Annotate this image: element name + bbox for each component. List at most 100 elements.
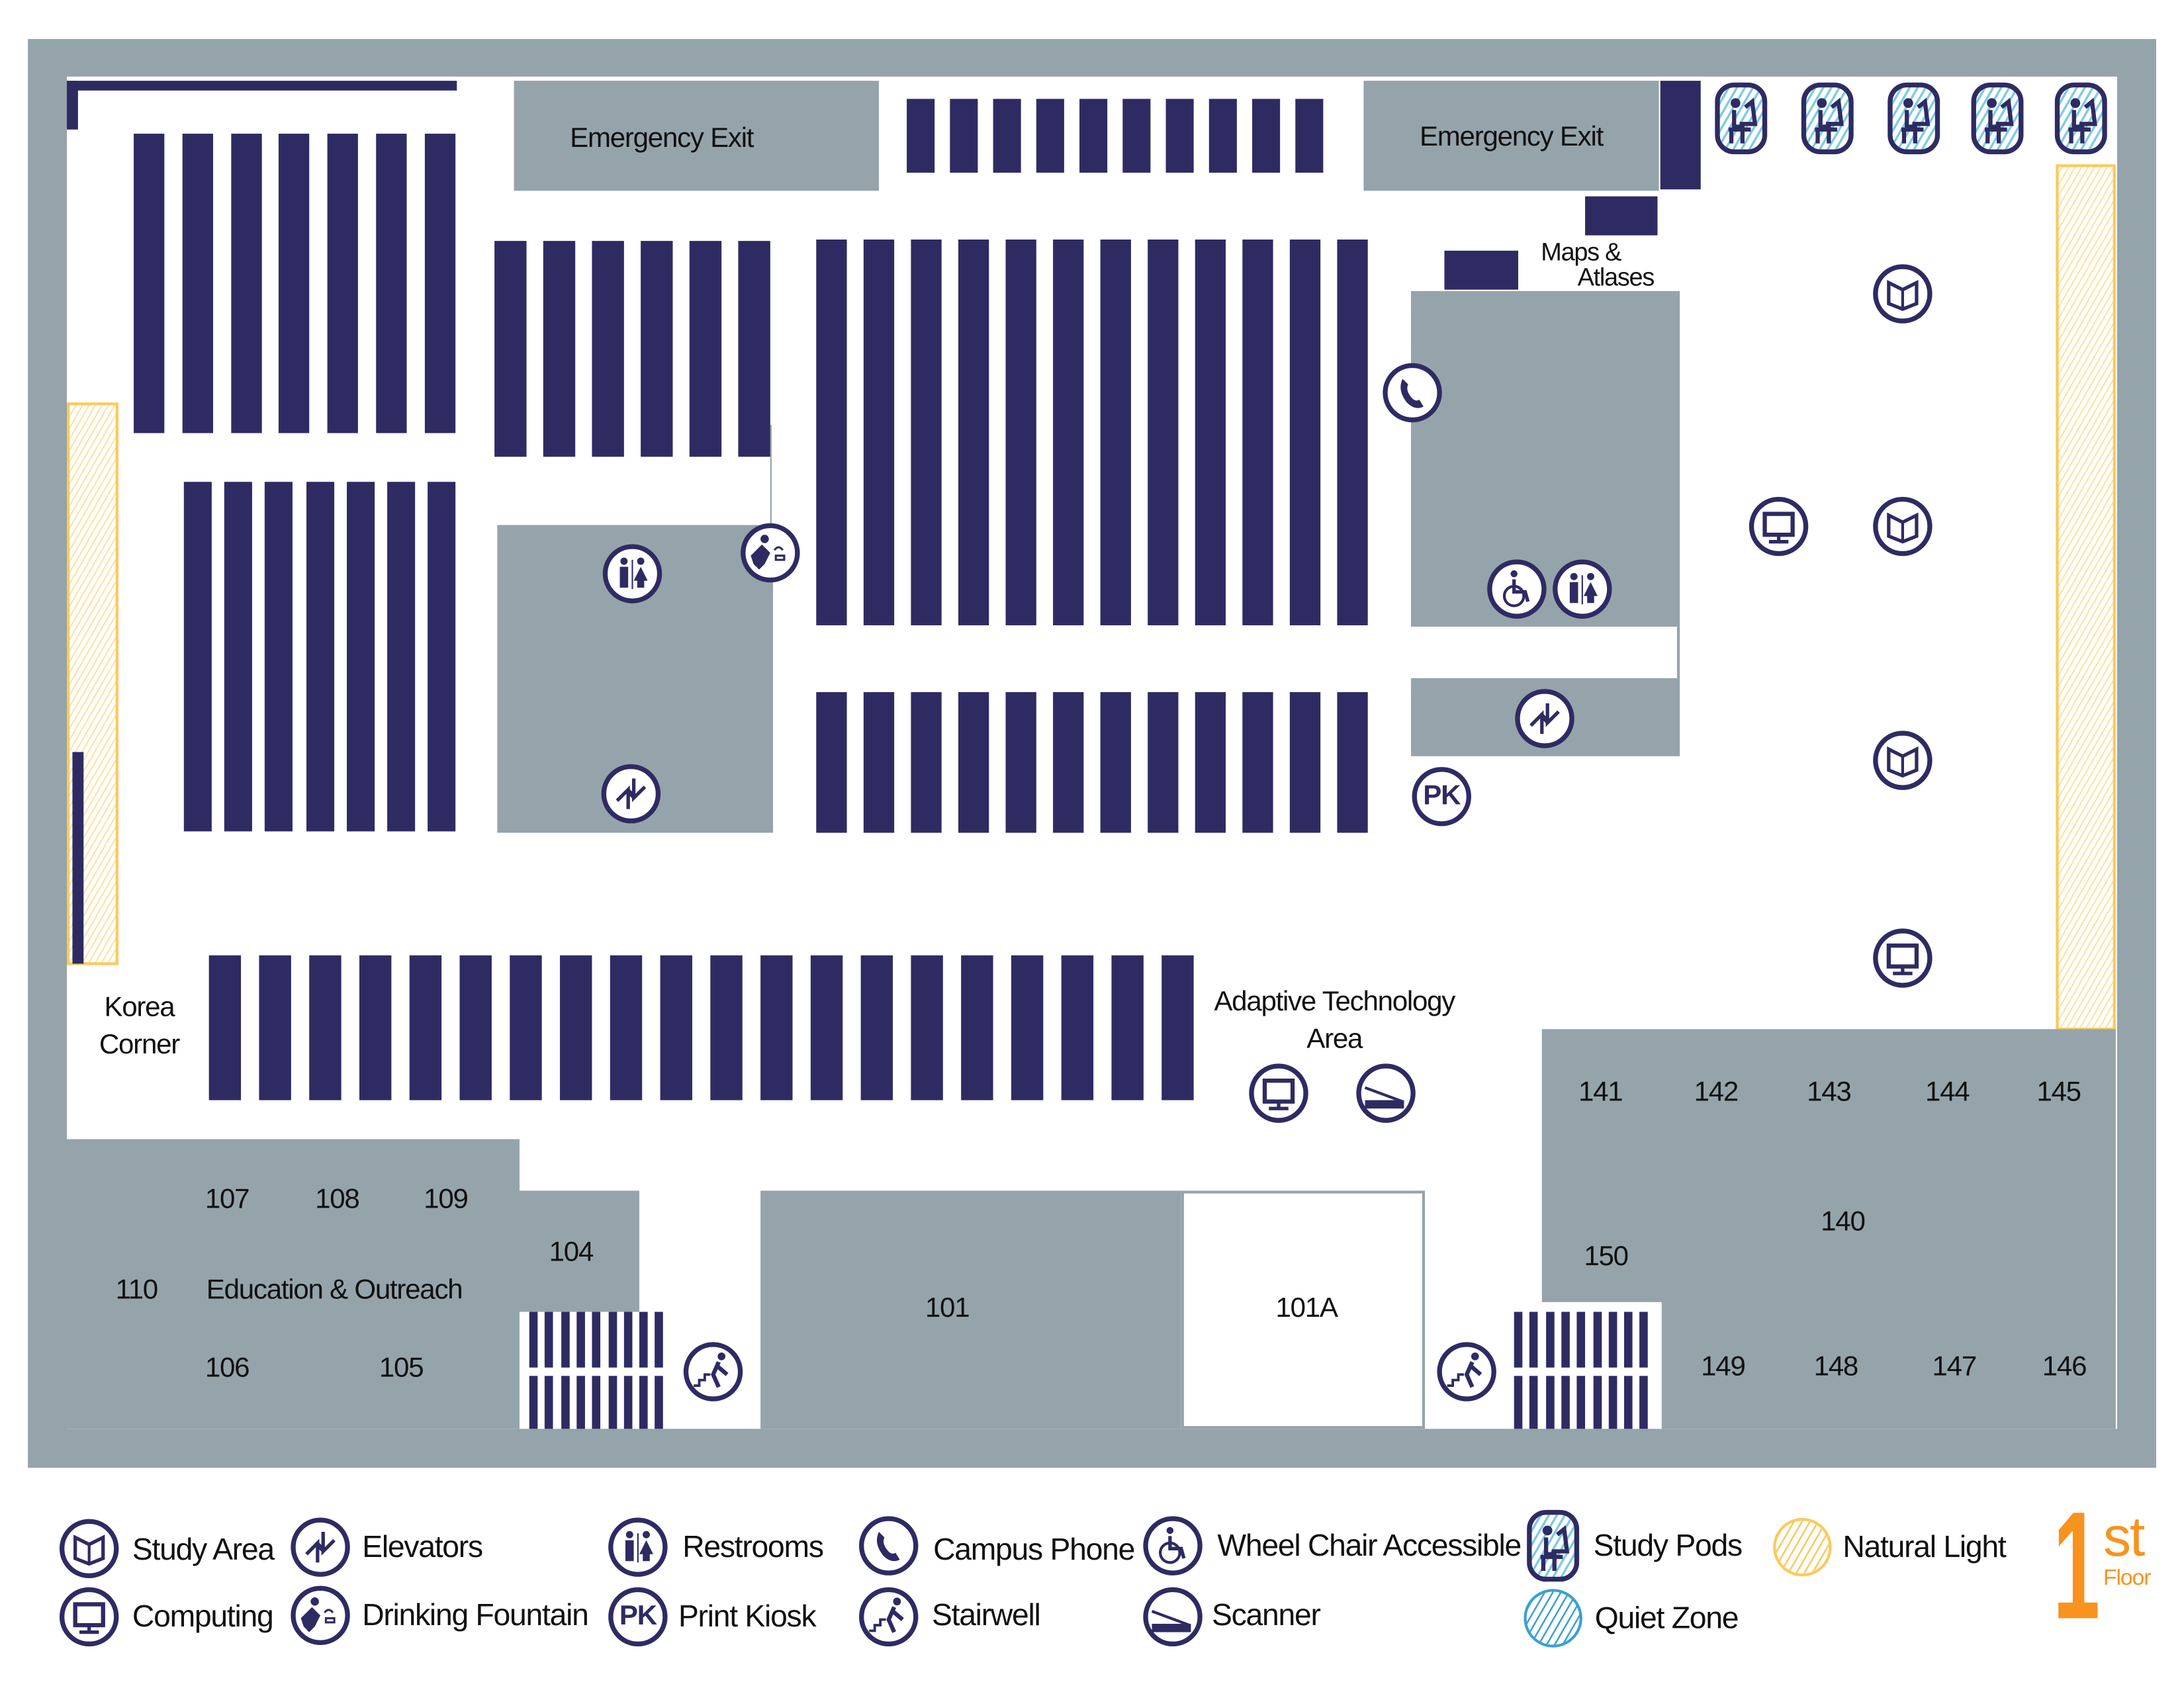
stair-step bbox=[576, 1376, 585, 1429]
shelf bbox=[428, 482, 456, 832]
shelf bbox=[424, 134, 455, 433]
shelf bbox=[224, 482, 253, 832]
shelf bbox=[327, 134, 359, 433]
shelf bbox=[359, 955, 392, 1100]
shelf bbox=[376, 134, 407, 433]
study-area-icon bbox=[1872, 730, 1934, 791]
shelf bbox=[961, 955, 993, 1100]
shelf bbox=[641, 241, 673, 457]
scanner-icon bbox=[1355, 1063, 1417, 1124]
stair-step bbox=[1624, 1376, 1633, 1429]
room-108: 108 bbox=[315, 1184, 360, 1216]
shelf bbox=[1100, 691, 1131, 833]
map-cabinet bbox=[1444, 250, 1519, 290]
shelf bbox=[409, 955, 442, 1100]
room-145: 145 bbox=[2036, 1077, 2081, 1108]
study-pod-icon bbox=[1527, 1509, 1580, 1581]
stair-step bbox=[1561, 1376, 1570, 1429]
wall-segment bbox=[67, 81, 78, 130]
print-kiosk-text: PK bbox=[619, 1601, 657, 1632]
shelf bbox=[1165, 99, 1194, 173]
stair-step bbox=[1545, 1376, 1554, 1429]
room-140: 140 bbox=[1821, 1206, 1866, 1237]
stair-step bbox=[592, 1376, 601, 1429]
study-area-icon bbox=[1872, 496, 1934, 557]
shelf bbox=[72, 752, 84, 964]
quiet-zone-icon bbox=[1524, 1589, 1582, 1648]
legend-elevators: Elevators bbox=[362, 1529, 483, 1564]
restroom-icon bbox=[608, 1517, 669, 1578]
stair-step bbox=[1592, 1311, 1602, 1368]
natural-light-zone-east bbox=[2056, 164, 2116, 1031]
study-pod-icon bbox=[1971, 82, 2024, 154]
stair-step bbox=[1545, 1311, 1554, 1368]
room-104-label: 104 bbox=[549, 1237, 594, 1268]
drinking-fountain-icon bbox=[740, 522, 801, 584]
stair-step bbox=[545, 1376, 554, 1429]
stair-step bbox=[1576, 1311, 1586, 1368]
stair-step bbox=[1529, 1376, 1539, 1429]
korea-corner-label-line2: Corner bbox=[99, 1030, 180, 1061]
floor-suffix: st bbox=[2103, 1507, 2145, 1568]
legend-restrooms: Restrooms bbox=[682, 1529, 824, 1564]
shelf bbox=[907, 99, 935, 173]
stair-step bbox=[561, 1376, 569, 1429]
shelf bbox=[1100, 239, 1131, 625]
print-kiosk-text: PK bbox=[1423, 780, 1461, 811]
shelf bbox=[1195, 691, 1226, 833]
maps-label-line2: Atlases bbox=[1577, 263, 1655, 291]
print-kiosk-icon: PK bbox=[1411, 766, 1473, 828]
stair-step bbox=[561, 1311, 569, 1368]
stair-step bbox=[608, 1311, 617, 1368]
legend-wheelchair: Wheel Chair Accessible bbox=[1217, 1527, 1522, 1563]
korea-corner-label-line1: Korea bbox=[104, 992, 175, 1023]
shelf bbox=[1242, 239, 1273, 625]
core-room-east bbox=[1410, 290, 1680, 627]
stair-step bbox=[529, 1376, 538, 1429]
shelf bbox=[1011, 955, 1044, 1100]
room-101a bbox=[1181, 1190, 1426, 1429]
room-101 bbox=[760, 1190, 1181, 1429]
stair-step bbox=[639, 1311, 648, 1368]
shelf bbox=[1208, 99, 1237, 173]
stair-step bbox=[1639, 1376, 1649, 1429]
shelf bbox=[1337, 691, 1368, 833]
campus-phone-icon bbox=[858, 1515, 919, 1577]
stairwell-icon bbox=[858, 1586, 919, 1648]
room-149: 149 bbox=[1701, 1351, 1746, 1382]
shelf bbox=[1036, 99, 1064, 173]
stair-step bbox=[1529, 1311, 1539, 1368]
shelf bbox=[610, 955, 643, 1100]
legend-quiet-zone: Quiet Zone bbox=[1594, 1600, 1739, 1635]
shelf bbox=[134, 134, 165, 433]
emergency-exit-1 bbox=[514, 81, 880, 191]
shelf bbox=[346, 482, 375, 832]
shelf bbox=[183, 482, 212, 832]
education-outreach-suite bbox=[67, 1139, 520, 1429]
shelf bbox=[911, 955, 943, 1100]
room-150: 150 bbox=[1584, 1241, 1629, 1272]
shelf bbox=[1111, 955, 1144, 1100]
adaptive-tech-label-line1: Adaptive Technology bbox=[1214, 987, 1455, 1018]
shelf bbox=[1061, 955, 1094, 1100]
shelf bbox=[958, 691, 989, 833]
shelf bbox=[560, 955, 592, 1100]
stairwell-icon bbox=[1436, 1341, 1498, 1403]
stair-step bbox=[639, 1376, 648, 1429]
shelf bbox=[863, 691, 895, 833]
shelf bbox=[1053, 691, 1084, 833]
room-147: 147 bbox=[1932, 1351, 1978, 1382]
shelf bbox=[182, 134, 213, 433]
legend-campus-phone: Campus Phone bbox=[933, 1532, 1135, 1567]
room-105: 105 bbox=[379, 1353, 424, 1384]
wall-line bbox=[1676, 627, 1680, 678]
wall-line bbox=[770, 424, 772, 525]
computing-icon bbox=[1248, 1063, 1310, 1124]
shelf bbox=[592, 241, 624, 457]
legend-scanner: Scanner bbox=[1212, 1597, 1321, 1632]
stair-step bbox=[623, 1376, 633, 1429]
shelf bbox=[1289, 691, 1321, 833]
shelf bbox=[911, 239, 942, 625]
shelf bbox=[911, 691, 942, 833]
room-101a-label: 101A bbox=[1275, 1293, 1338, 1324]
